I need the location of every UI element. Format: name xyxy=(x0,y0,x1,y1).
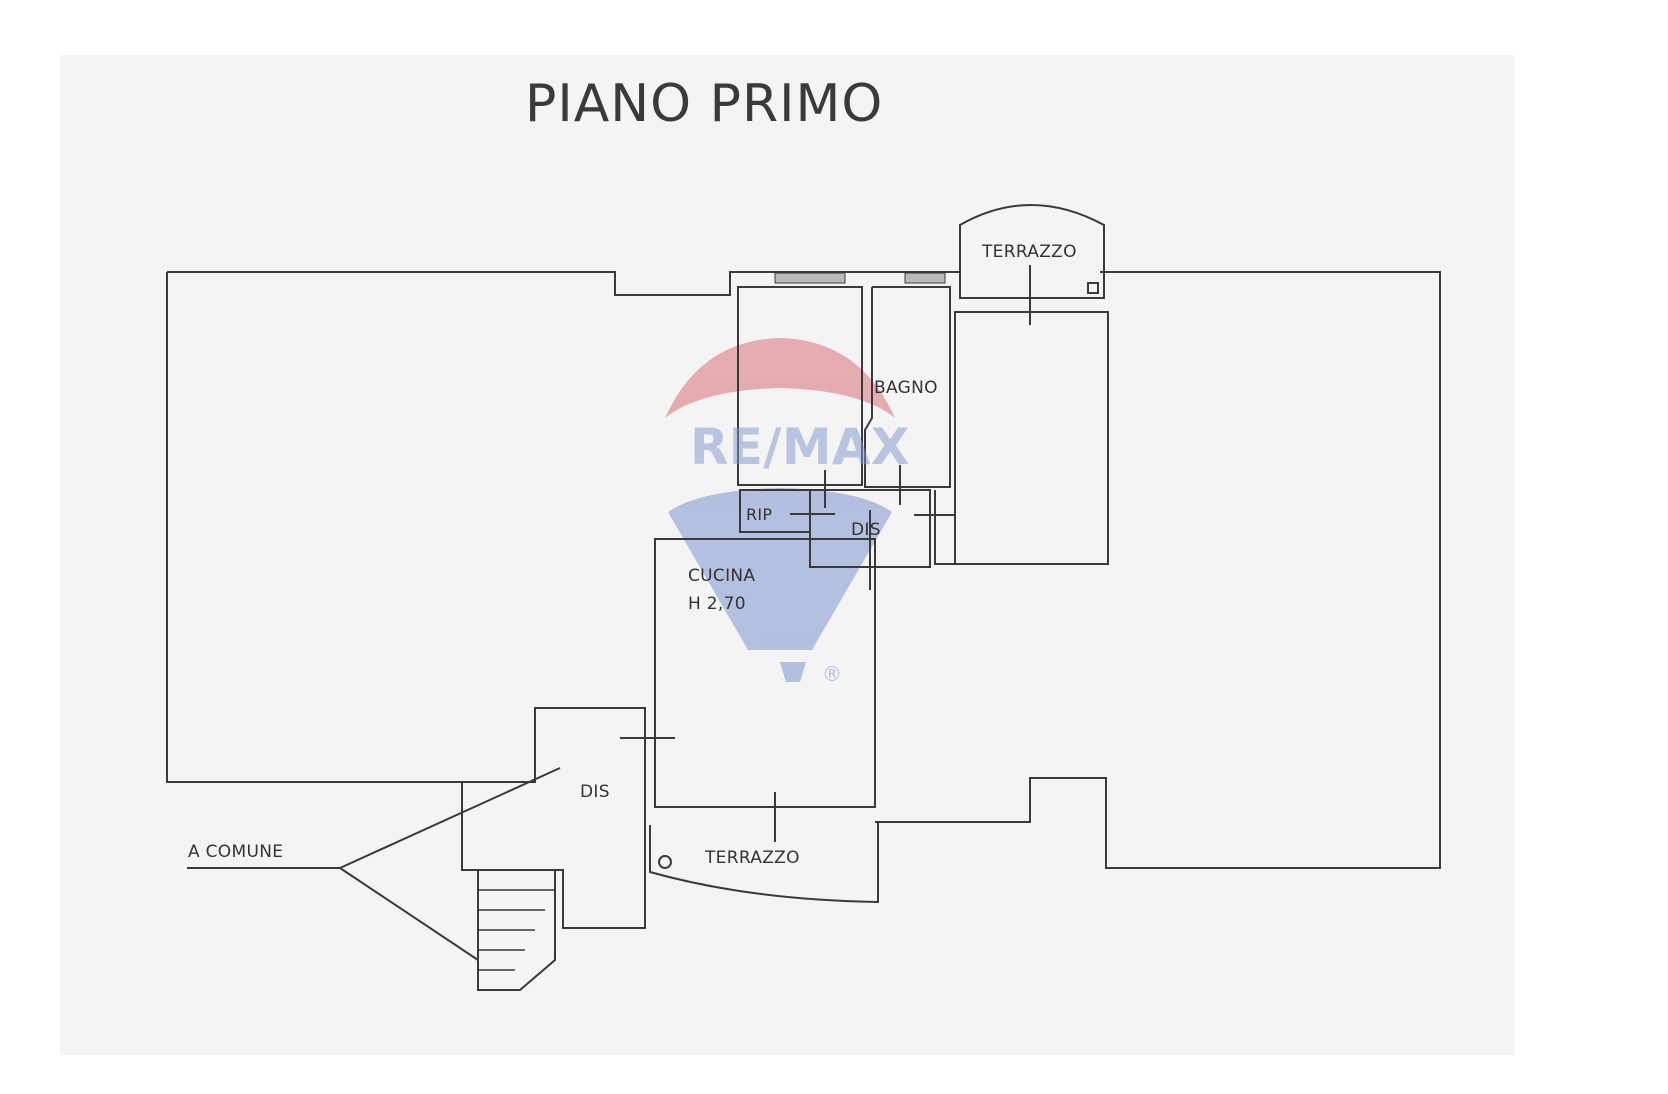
building-outline-left xyxy=(166,272,462,783)
room-dis-lower xyxy=(461,707,646,929)
stair-arrow xyxy=(339,767,561,961)
label-cucina-height: H 2,70 xyxy=(688,594,746,614)
watermark-text: RE/MAX xyxy=(690,418,910,476)
label-dis-lower: DIS xyxy=(580,782,610,802)
label-a-comune: A COMUNE xyxy=(188,842,284,862)
watermark-registered: ® xyxy=(822,662,843,686)
label-terrazzo-top: TERRAZZO xyxy=(982,242,1077,262)
watermark-balloon-bottom xyxy=(668,488,892,650)
plan-title: PIANO PRIMO xyxy=(525,74,884,134)
terrace-bottom xyxy=(649,822,879,904)
watermark-basket xyxy=(780,662,806,682)
terrace-top xyxy=(959,204,1105,299)
watermark-balloon-top xyxy=(665,338,895,418)
label-rip: RIP xyxy=(746,505,773,524)
label-bagno: BAGNO xyxy=(874,378,938,398)
room-left-upper xyxy=(737,286,863,486)
building-outline xyxy=(167,271,1441,869)
label-cucina: CUCINA xyxy=(688,566,756,586)
label-dis-upper: DIS xyxy=(851,520,881,540)
remax-watermark xyxy=(665,338,895,682)
label-terrazzo-bottom: TERRAZZO xyxy=(705,848,800,868)
room-bagno xyxy=(864,286,951,488)
